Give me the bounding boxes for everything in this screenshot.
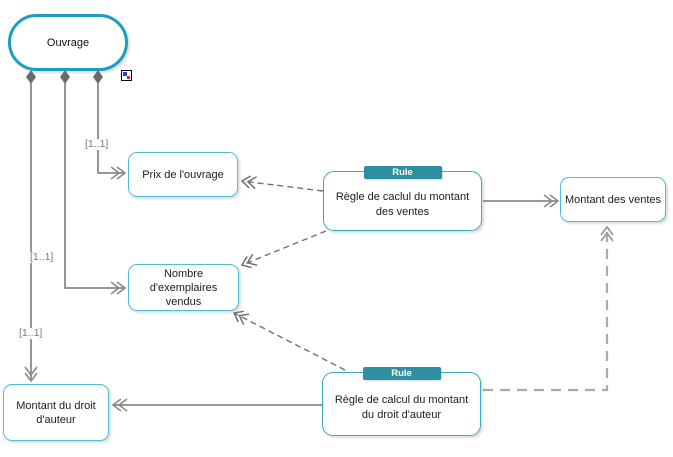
rule-droit-label: Règle de calcul du montant du droit d'au… — [334, 394, 469, 421]
link-rule-ventes-input-prix[interactable] — [242, 181, 324, 192]
rule-calcul-montant-droit[interactable]: Rule Règle de calcul du montant du droit… — [322, 367, 481, 436]
rule-badge: Rule — [363, 166, 442, 179]
rule-badge: Rule — [362, 367, 441, 380]
link-rule-droit-input-nombre[interactable] — [234, 313, 346, 371]
link-ouvrage-nombre[interactable] — [60, 70, 125, 288]
node-montant-droit-auteur[interactable]: Montant du droit d'auteur — [3, 384, 109, 441]
link-rule-droit-ventes[interactable] — [483, 227, 607, 392]
multiplicity-label-nombre: [1..1] — [29, 251, 55, 263]
node-prix-ouvrage[interactable]: Prix de l'ouvrage — [128, 152, 238, 197]
rule-calcul-montant-ventes[interactable]: Rule Règle de caclul du montant des vent… — [323, 166, 482, 231]
rule-ventes-label: Règle de caclul du montant des ventes — [335, 191, 470, 218]
multiplicity-label-prix: [1..1] — [84, 138, 110, 150]
entity-ouvrage-label: Ouvrage — [46, 36, 90, 49]
multiplicity-label-droit: [1..1] — [18, 327, 44, 339]
node-droit-label: Montant du droit d'auteur — [16, 399, 96, 426]
decorator-blue-square — [123, 72, 127, 76]
node-montant-ventes[interactable]: Montant des ventes — [560, 177, 666, 222]
link-ouvrage-prix[interactable] — [93, 70, 125, 173]
node-ventes-label: Montant des ventes — [564, 193, 661, 206]
entity-ouvrage[interactable]: Ouvrage — [8, 14, 128, 71]
node-nombre-exemplaires[interactable]: Nombre d'exemplaires vendus — [128, 264, 239, 311]
node-nombre-label: Nombre d'exemplaires vendus — [149, 267, 218, 308]
element-decorator-icon[interactable] — [121, 70, 132, 81]
decorator-red-square — [127, 76, 130, 79]
link-rule-ventes-input-nombre[interactable] — [242, 230, 327, 265]
node-prix-label: Prix de l'ouvrage — [142, 168, 224, 181]
